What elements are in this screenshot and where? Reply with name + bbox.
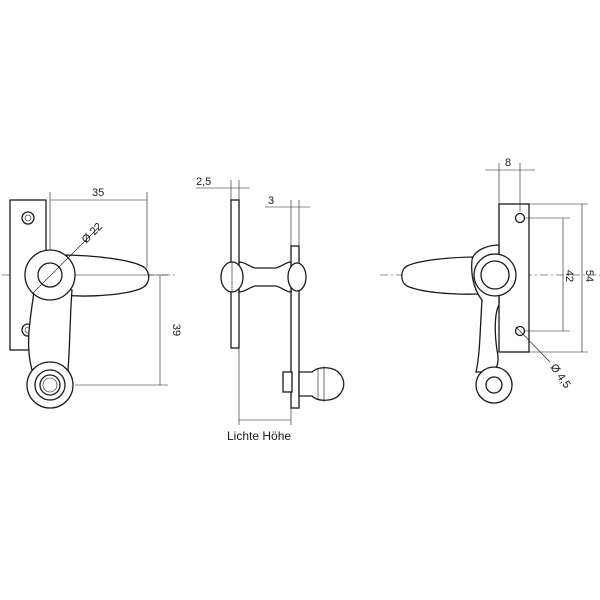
dimension-35: 35	[92, 187, 104, 199]
side-view	[196, 180, 345, 425]
front-view	[2, 192, 175, 409]
dimension-3: 3	[268, 195, 274, 207]
dimension-39: 39	[170, 324, 182, 336]
dimension-54: 54	[583, 270, 595, 282]
dimension-42: 42	[563, 270, 575, 282]
dimension-2-5: 2,5	[196, 176, 211, 188]
dimension-diameter-22: Ø 22	[80, 221, 105, 246]
back-view	[380, 163, 600, 404]
dimension-hole-diameter-4-5: Ø 4,5	[548, 362, 573, 391]
clear-height-label: Lichte Höhe	[227, 429, 291, 443]
dimension-8: 8	[505, 157, 511, 169]
